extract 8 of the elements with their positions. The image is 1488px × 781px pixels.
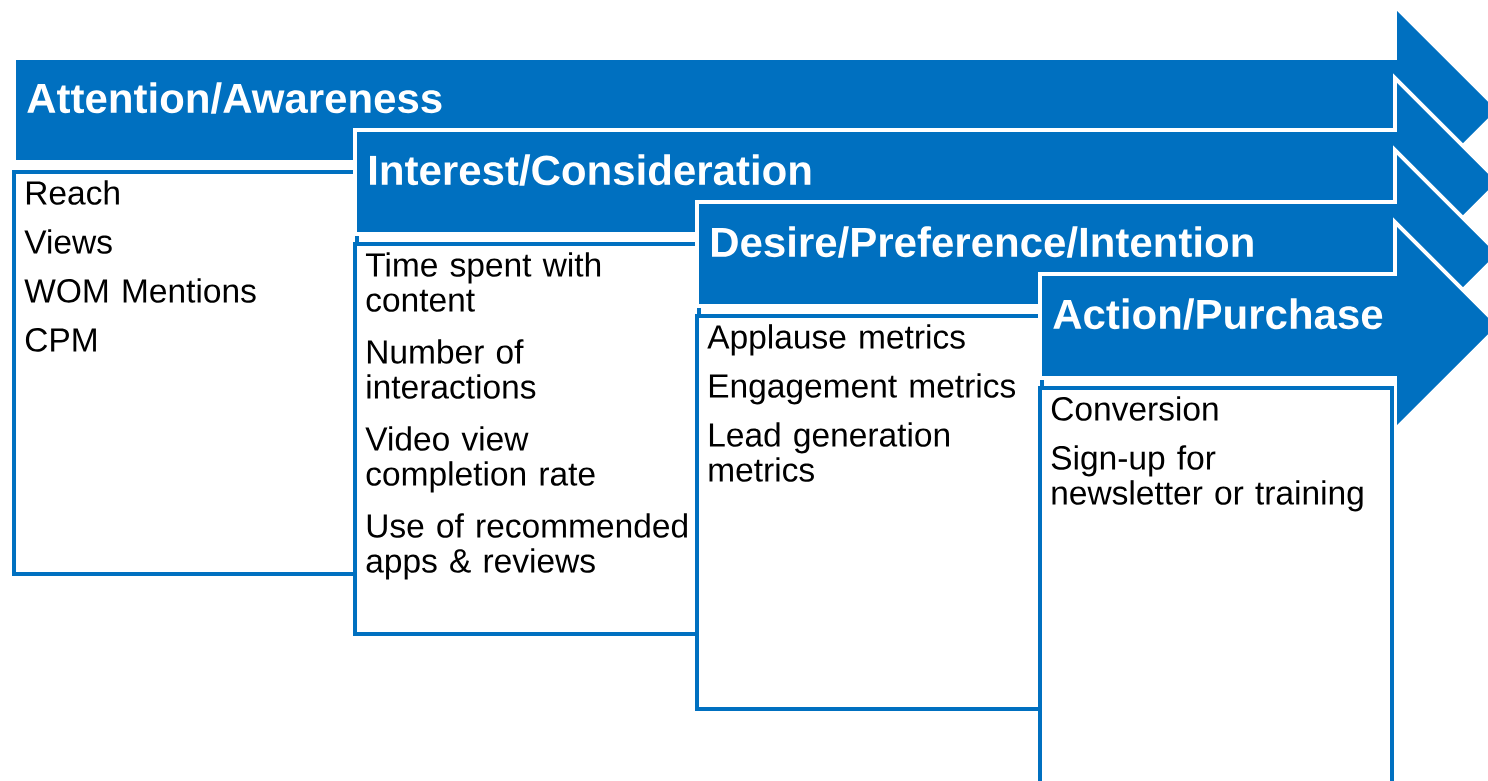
node-label: Desire/Preference/Intention <box>712 226 1253 258</box>
metrics-box: Applause metrics Engagement metrics Lead generation metrics <box>695 314 1044 711</box>
node-label: Action/Purchase <box>1053 298 1383 330</box>
metrics-box: Conversion Sign-up for newsletter or training <box>1038 386 1394 781</box>
metrics-box: Time spent with content Number of interactions Video view completion rate Use of recommended apps & reviews <box>353 242 701 636</box>
metrics-box: Reach Views WOM Mentions CPM <box>12 170 359 576</box>
node-label: Attention/Awareness <box>27 82 442 114</box>
node-label: Interest/Consideration <box>370 154 811 186</box>
